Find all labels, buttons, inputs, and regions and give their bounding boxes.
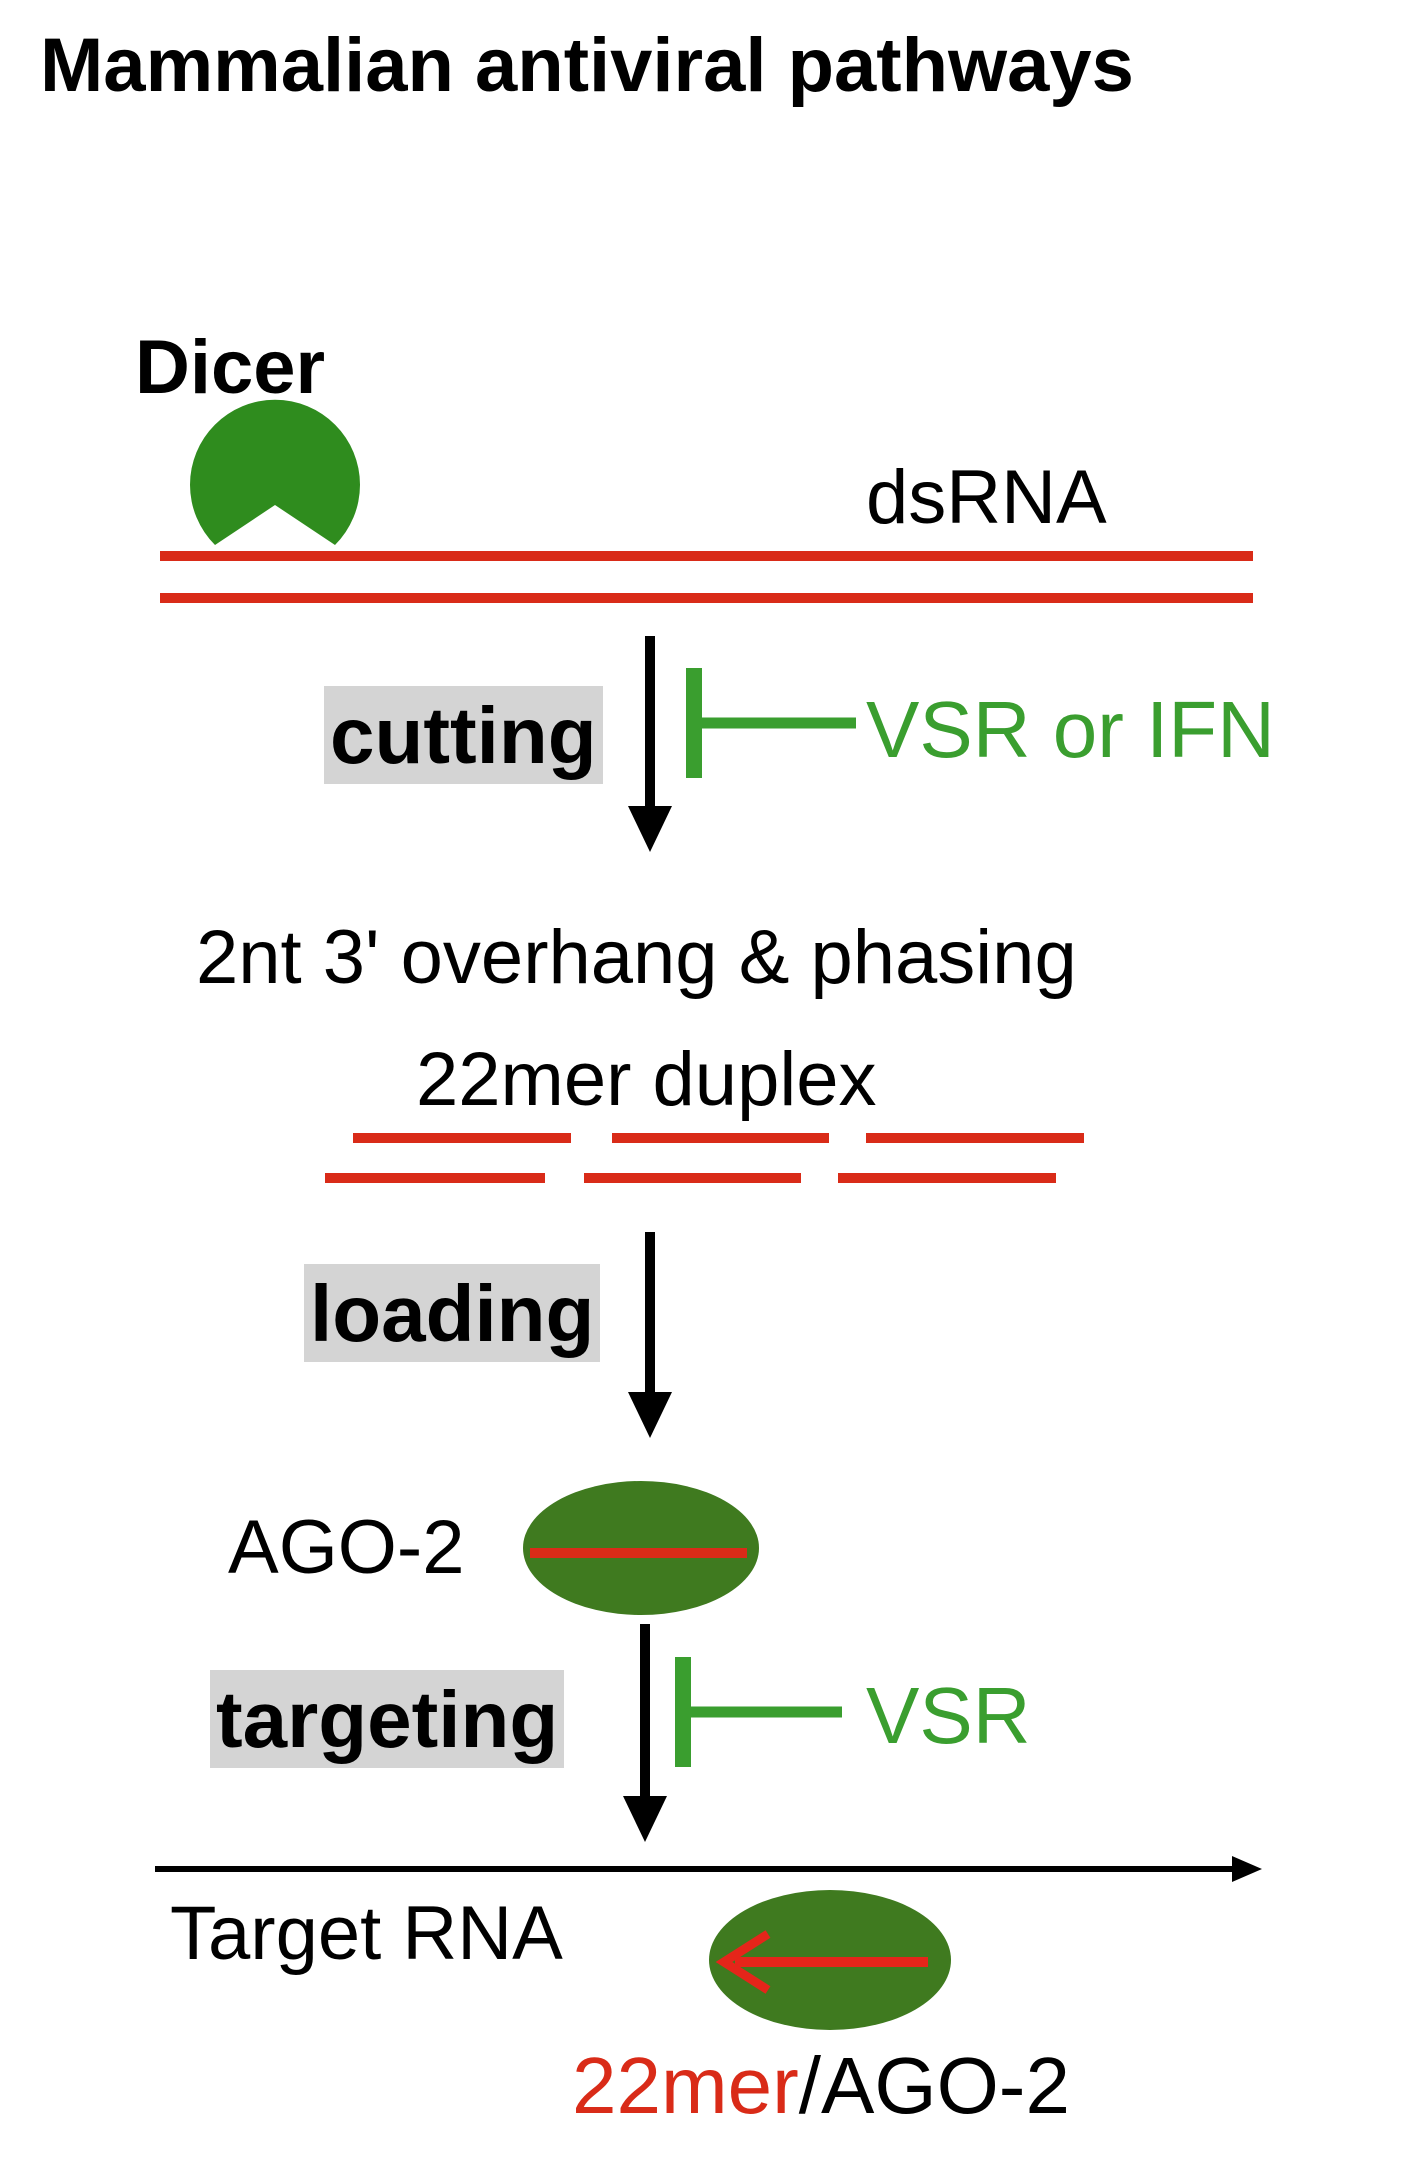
dicer-label: Dicer <box>135 325 326 410</box>
target-rna-arrowhead <box>1232 1856 1262 1882</box>
ago2-label: AGO-2 <box>228 1505 465 1590</box>
targeting-arrow-head <box>623 1796 667 1842</box>
targeting-step-label: targeting <box>210 1670 565 1768</box>
loading-step-label: loading <box>304 1264 601 1362</box>
diagram-title: Mammalian antiviral pathways <box>40 23 1134 108</box>
dicer-enzyme-shape <box>190 399 361 545</box>
cutting-inhibitor-label: VSR or IFN <box>866 685 1275 774</box>
complex-label-22mer: 22mer <box>572 2041 799 2130</box>
guide-strand-arrowhead <box>715 1930 771 1994</box>
complex-label: 22mer/AGO-2 <box>572 2046 1070 2126</box>
targeting-inhibitor-label: VSR <box>866 1671 1031 1760</box>
cutting-arrow-head <box>628 806 672 852</box>
overhang-label: 2nt 3' overhang & phasing <box>196 915 1077 1000</box>
cutting-step-label: cutting <box>324 686 603 784</box>
loading-arrow-head <box>628 1392 672 1438</box>
target-rna-label: Target RNA <box>170 1891 563 1976</box>
duplex-label: 22mer duplex <box>416 1037 877 1122</box>
dsrna-label: dsRNA <box>866 455 1107 540</box>
complex-label-ago2: /AGO-2 <box>798 2041 1070 2130</box>
